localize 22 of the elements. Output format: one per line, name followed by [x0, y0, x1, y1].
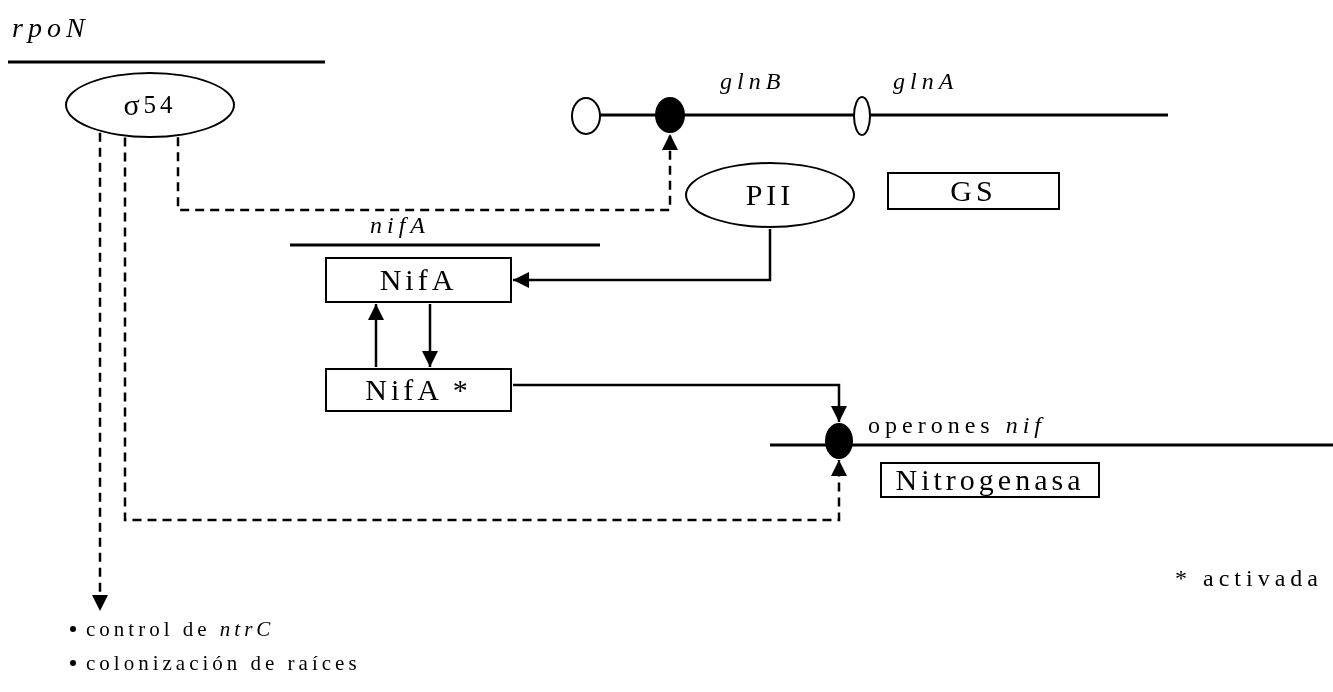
- protein-box: NifA: [325, 257, 512, 303]
- gene-name: rpoN: [12, 12, 90, 44]
- footnote: * activada: [1175, 565, 1323, 592]
- promoter-dot: [655, 97, 685, 133]
- gene-name: operones nif: [868, 412, 1046, 439]
- protein-box: GS: [887, 172, 1060, 210]
- protein-ellipse: PII: [685, 162, 855, 228]
- arrow: [513, 229, 772, 288]
- protein-box: Nitrogenasa: [880, 462, 1100, 498]
- bullet-item: control de ntrC: [86, 616, 275, 643]
- arrow: [513, 383, 847, 422]
- gene-name: glnB: [720, 68, 786, 95]
- arrow: [92, 132, 108, 611]
- promoter-dot: [825, 423, 853, 459]
- arrow: [176, 134, 678, 212]
- protein-box: NifA *: [325, 368, 512, 412]
- arrow: [368, 304, 384, 367]
- gene-name: glnA: [893, 68, 959, 95]
- bullet-item: colonización de raíces: [86, 650, 361, 677]
- gene-name: nifA: [370, 212, 430, 239]
- arrow: [123, 137, 847, 522]
- arrow: [422, 304, 438, 367]
